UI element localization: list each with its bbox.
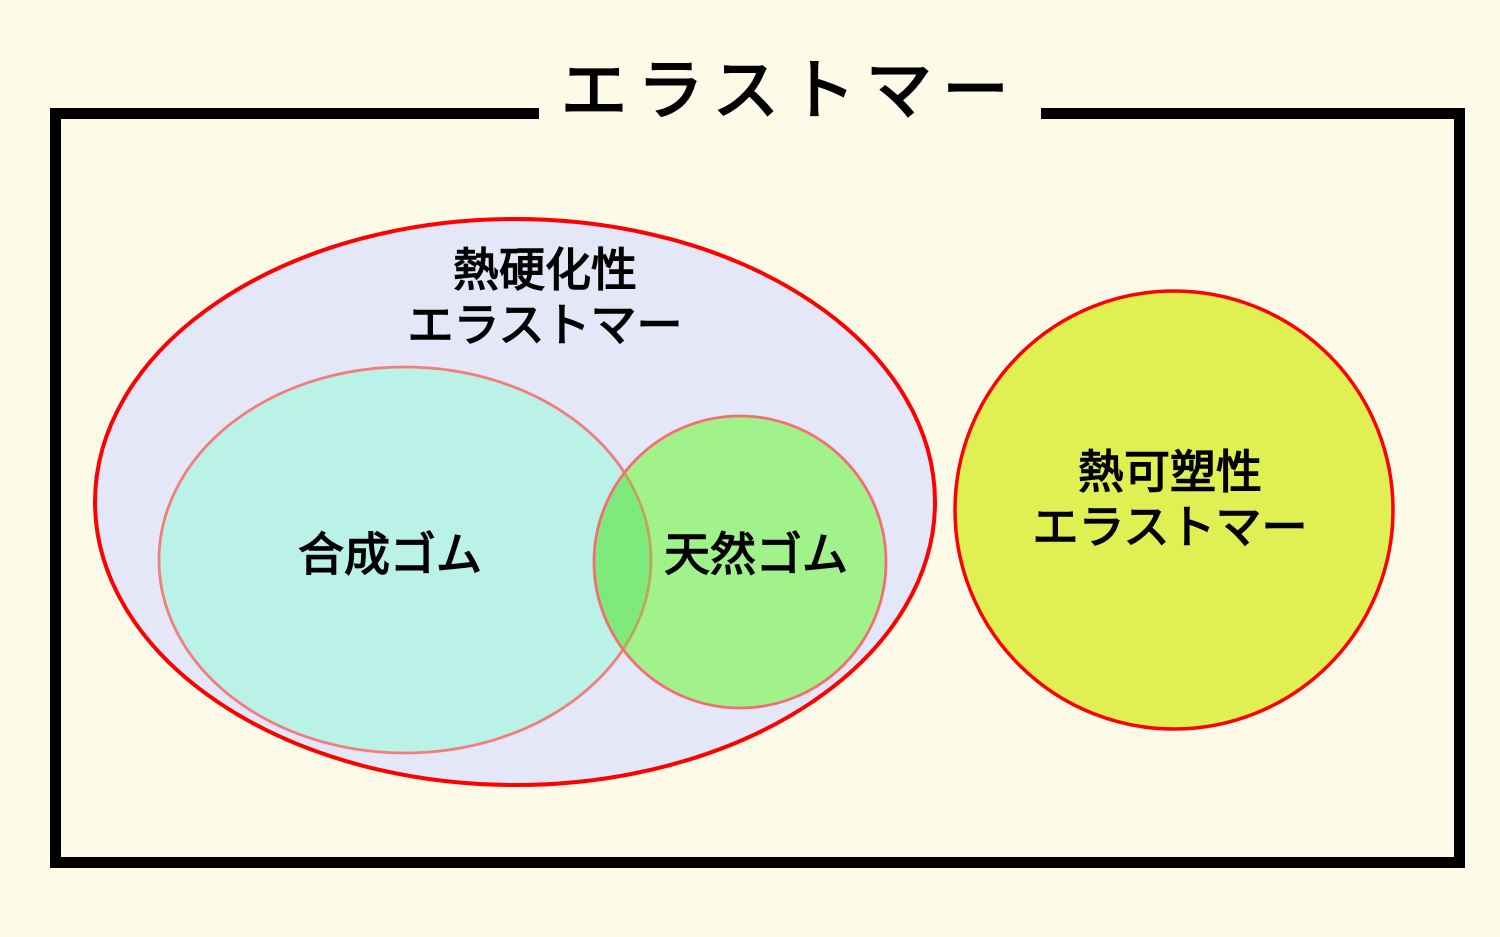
thermoset-label-line1: 熱硬化性 <box>453 243 637 296</box>
synthetic-rubber-label: 合成ゴム <box>298 528 482 581</box>
thermoset-label: 熱硬化性 エラストマー <box>407 243 682 353</box>
page-title: エラストマー <box>538 54 1042 127</box>
thermoset-label-line2: エラストマー <box>407 299 683 351</box>
natural-rubber-circle <box>594 416 886 708</box>
overlap-edge-arc <box>594 416 653 708</box>
natural-rubber-label: 天然ゴム <box>664 528 848 581</box>
thermoplastic-label-line2: エラストマー <box>1032 501 1308 553</box>
natural-rubber-outline <box>592 414 888 710</box>
thermoplastic-label: 熱可塑性 エラストマー <box>1032 445 1307 555</box>
thermoplastic-circle <box>953 289 1395 731</box>
thermoplastic-label-line1: 熱可塑性 <box>1078 445 1262 498</box>
